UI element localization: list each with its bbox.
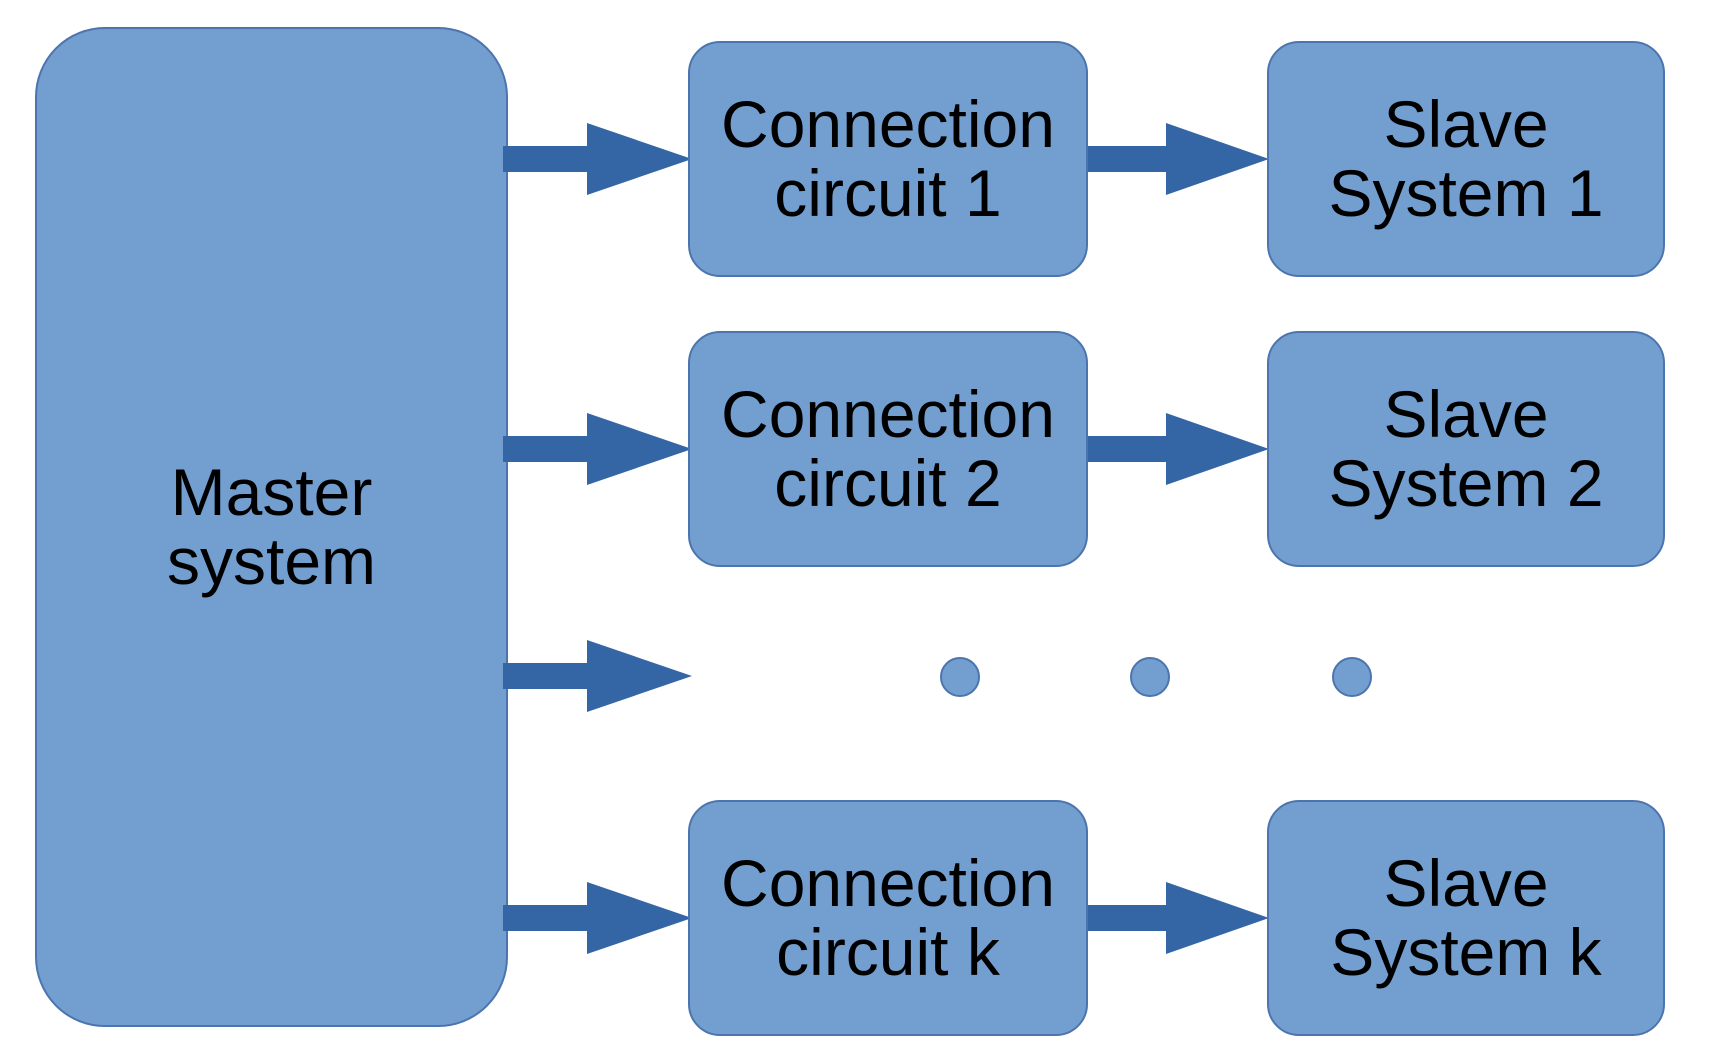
arrow-master-to-connection-k: [503, 882, 692, 954]
connection-2-label-line2: circuit 2: [774, 446, 1002, 520]
arrow-connection-1-to-slave-1: [1088, 123, 1269, 195]
slave-1-label-line2: System 1: [1328, 156, 1604, 230]
master-system-node: Master system: [35, 27, 508, 1027]
arrow-shape: [503, 882, 692, 954]
arrow-shape: [503, 123, 692, 195]
connection-1-label-line2: circuit 1: [774, 156, 1002, 230]
master-label-line2: system: [166, 524, 377, 598]
arrow-shape: [1088, 882, 1269, 954]
connection-circuit-2-node: Connection circuit 2: [688, 331, 1088, 567]
arrow-shape: [1088, 413, 1269, 485]
slave-2-label-line1: Slave: [1383, 377, 1549, 452]
connection-circuit-k-node: Connection circuit k: [688, 800, 1088, 1036]
slave-system-k-node: Slave System k: [1267, 800, 1665, 1036]
connection-k-label-line2: circuit k: [776, 915, 1000, 989]
slave-k-label-line2: System k: [1330, 915, 1602, 989]
connection-2-label-line1: Connection: [721, 377, 1055, 452]
arrow-connection-k-to-slave-k: [1088, 882, 1269, 954]
slave-2-label-line2: System 2: [1328, 446, 1604, 520]
connection-circuit-1-node: Connection circuit 1: [688, 41, 1088, 277]
arrow-shape: [503, 640, 692, 712]
ellipsis-dot: [1130, 657, 1170, 697]
arrow-shape: [503, 413, 692, 485]
master-label-line1: Master: [170, 455, 373, 530]
connection-1-label-line1: Connection: [721, 87, 1055, 162]
ellipsis-dot: [940, 657, 980, 697]
arrow-connection-2-to-slave-2: [1088, 413, 1269, 485]
slave-system-1-node: Slave System 1: [1267, 41, 1665, 277]
arrow-master-to-connection-2: [503, 413, 692, 485]
slave-1-label-line1: Slave: [1383, 87, 1549, 162]
arrow-shape: [1088, 123, 1269, 195]
connection-k-label-line1: Connection: [721, 846, 1055, 921]
ellipsis-dot: [1332, 657, 1372, 697]
slave-k-label-line1: Slave: [1383, 846, 1549, 921]
slave-system-2-node: Slave System 2: [1267, 331, 1665, 567]
arrow-master-to-connection-1: [503, 123, 692, 195]
arrow-master-to-ellipsis: [503, 640, 692, 712]
